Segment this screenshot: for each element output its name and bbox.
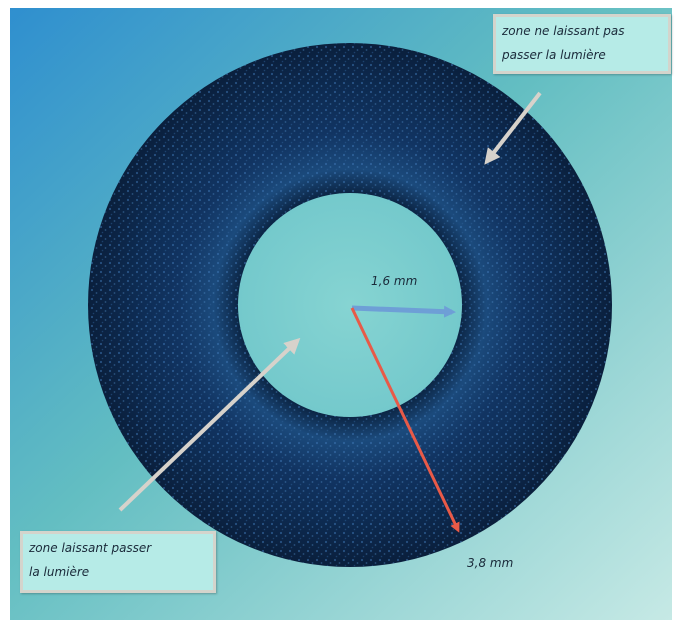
clear-center-disc [238, 193, 462, 417]
opaque-zone-label-line-2: passer la lumière [502, 48, 606, 62]
outer-radius-label: 3,8 mm [467, 556, 514, 570]
opaque-zone-label: zone ne laissant pas passer la lumière [493, 14, 671, 74]
clear-zone-label: zone laissant passer la lumière [20, 531, 216, 593]
inner-radius-arrow [351, 305, 456, 318]
outer-radius-arrow [350, 307, 460, 533]
opaque-zone-label-line-1: zone ne laissant pas [502, 24, 625, 38]
clear-zone-label-line-1: zone laissant passer [29, 541, 152, 555]
opaque-zone-pointer-arrow [484, 91, 542, 165]
inner-radius-label: 1,6 mm [371, 274, 418, 288]
clear-zone-pointer-arrow [118, 337, 301, 512]
clear-zone-label-line-2: la lumière [29, 565, 90, 579]
